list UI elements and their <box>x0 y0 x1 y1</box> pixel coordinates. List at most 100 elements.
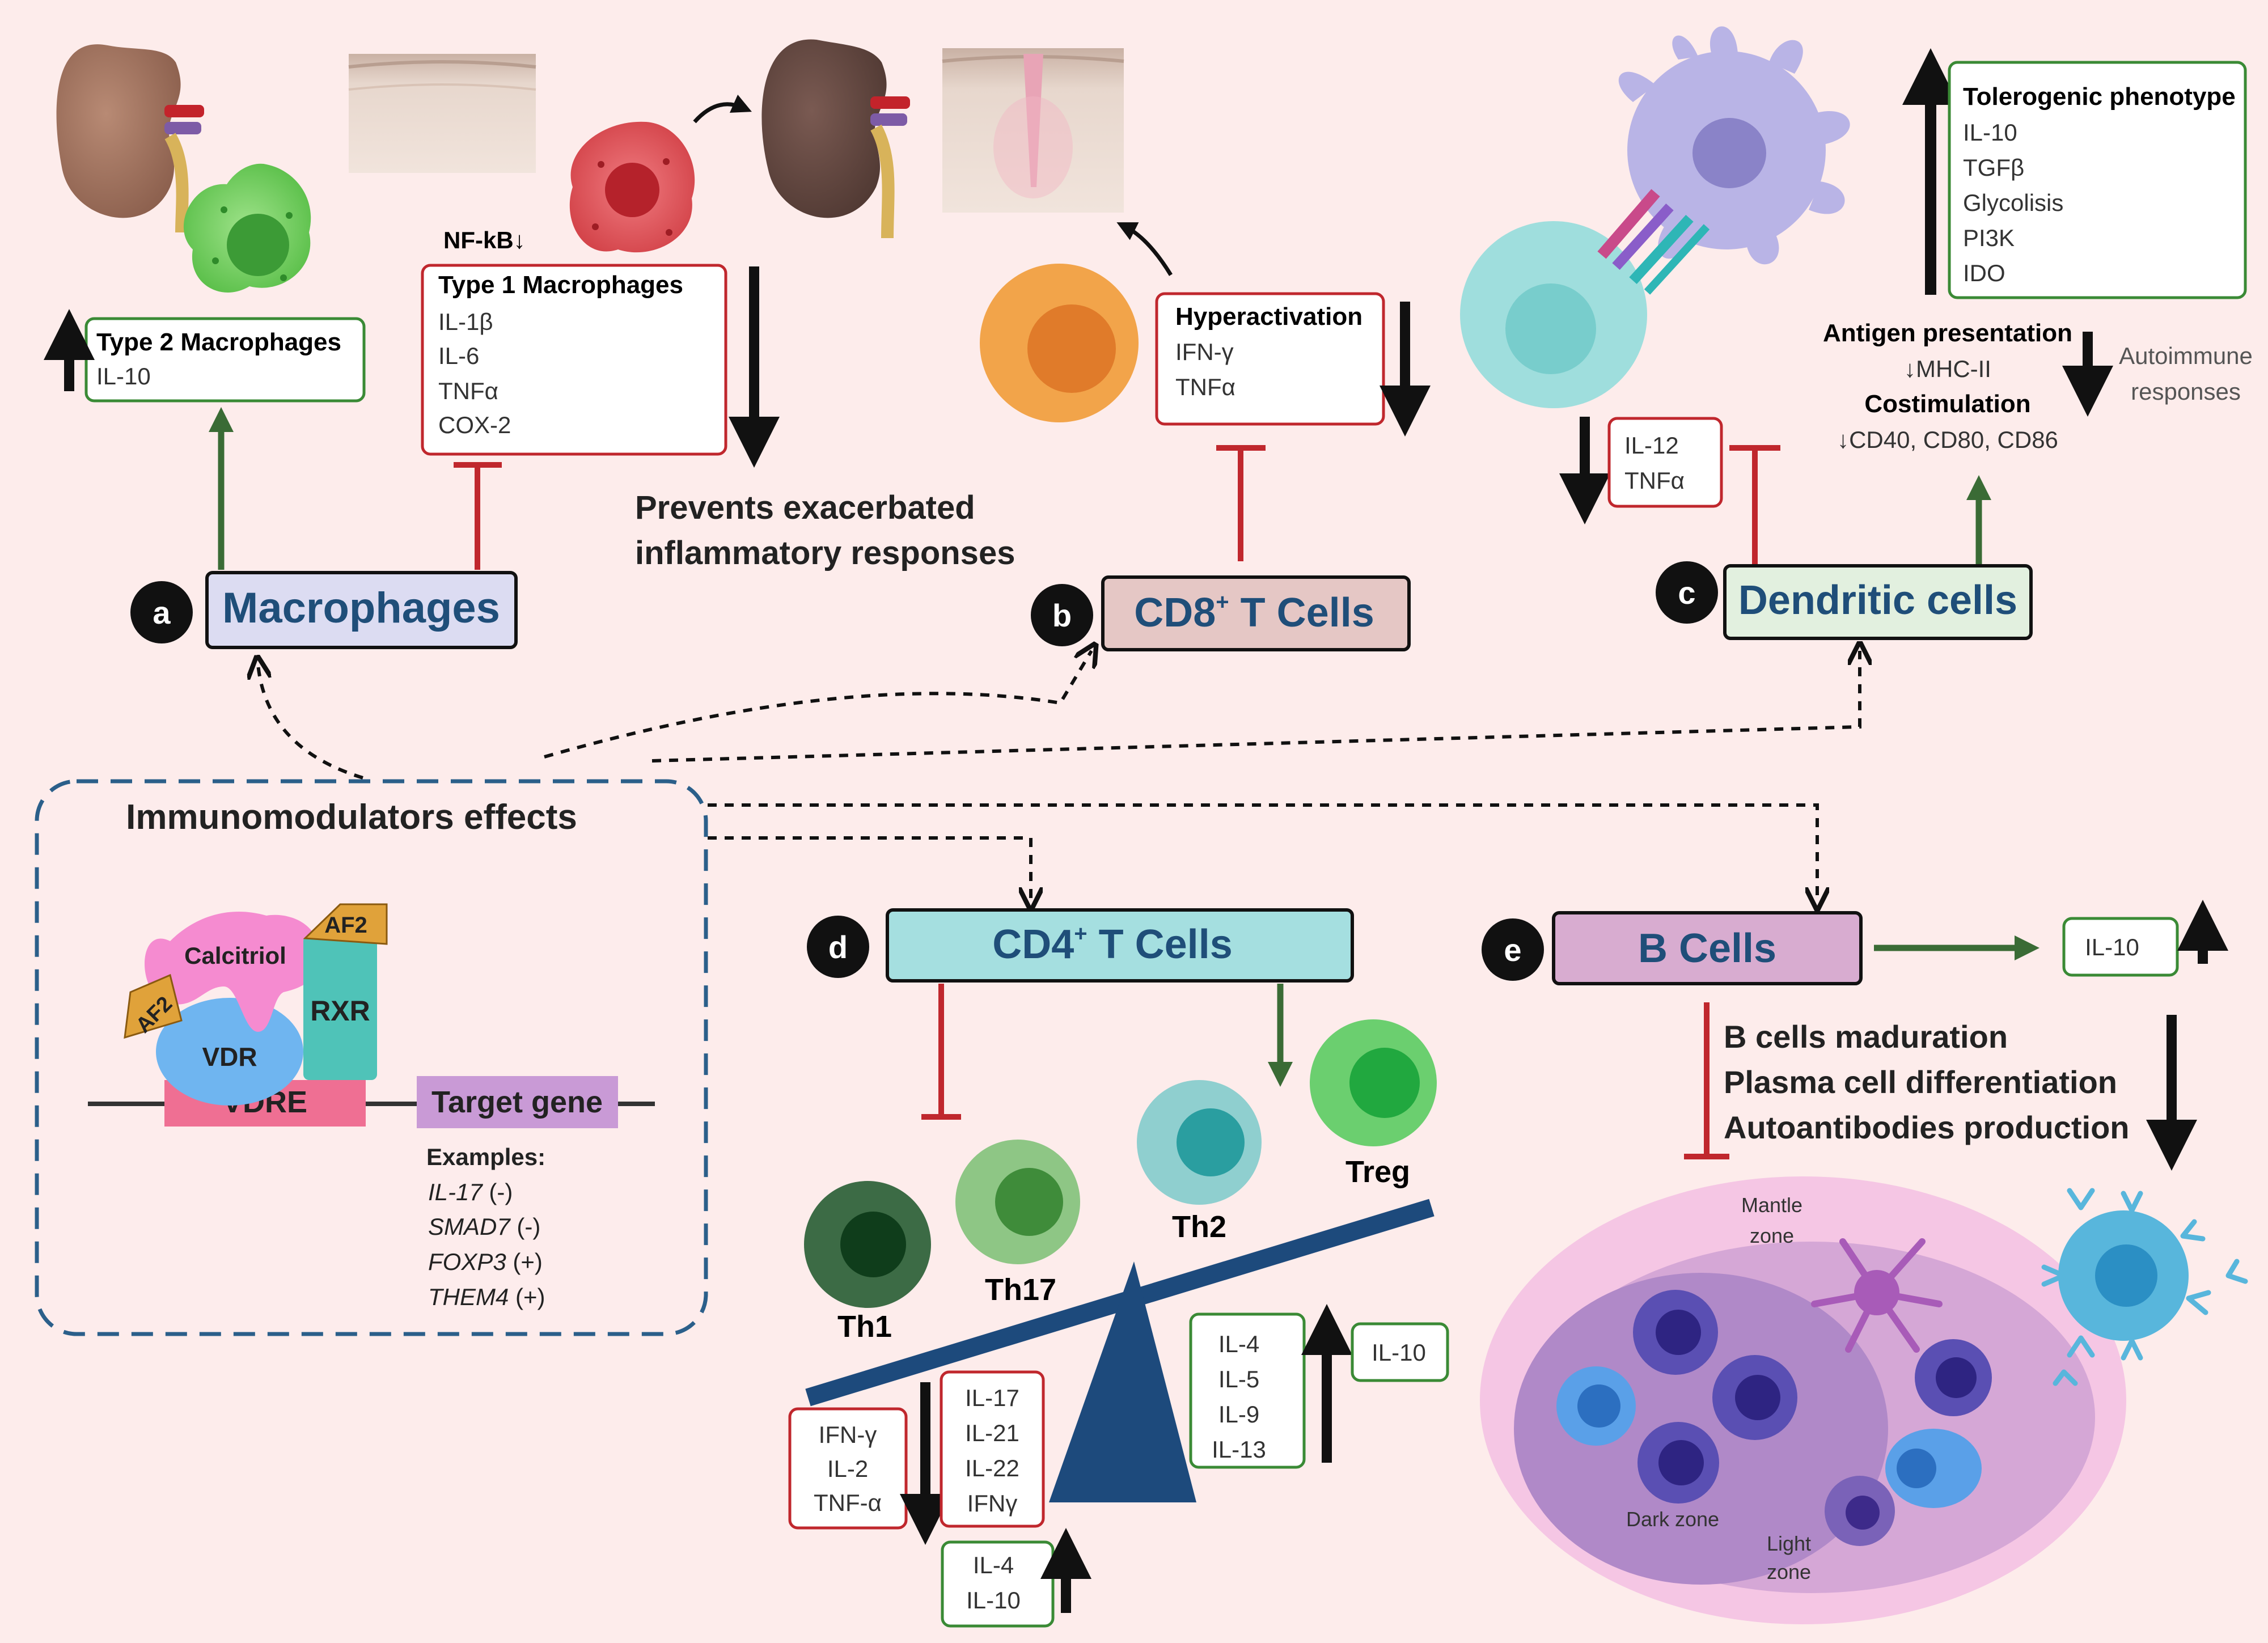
example-item: IL-17 (-) <box>428 1179 513 1205</box>
plasma-cell <box>2058 1210 2189 1341</box>
prevents-line: Prevents exacerbated <box>635 489 975 526</box>
panel-bcells: e B Cells IL-10 B cells maduration Plasm… <box>1480 900 2248 1624</box>
dashed-connectors <box>258 651 1860 901</box>
antigen-presentation: Antigen presentation <box>1823 319 2072 347</box>
damaged-kidney-illustration <box>761 39 910 239</box>
seesaw-fulcrum <box>1049 1261 1196 1502</box>
label-circle-b <box>1031 584 1093 646</box>
label-e: e <box>1504 932 1521 968</box>
cd-markers: ↓CD40, CD80, CD86 <box>1837 426 2058 453</box>
th2-cytokine-box <box>1189 1312 1306 1469</box>
t-cell-nucleus <box>1505 283 1596 374</box>
label-a: a <box>153 595 171 630</box>
type2-item: IL-10 <box>96 363 151 389</box>
il4-il10-box <box>941 1540 1055 1628</box>
th17-nucleus <box>995 1168 1063 1236</box>
calcitriol-shape <box>145 911 319 1032</box>
macrophages-title: Macrophages <box>222 584 500 632</box>
cd8-title: CD8+ T Cells <box>1134 590 1374 636</box>
bcell-effect: B cells maduration <box>1724 1019 2008 1055</box>
panel-cd8: Hyperactivation IFN-γ TNFα b CD8+ T Cell… <box>980 222 1431 651</box>
type1-item: COX-2 <box>438 412 511 438</box>
il4-il10-item: IL-4 <box>973 1552 1014 1578</box>
type1-item: IL-6 <box>438 342 479 369</box>
th1-cytokine: IFN-γ <box>819 1421 877 1448</box>
mantle-zone-label: Mantle <box>1741 1193 1802 1217</box>
kidney-illustration <box>56 44 204 233</box>
inflamed-skin-illustration <box>942 48 1124 213</box>
rxr-label: RXR <box>310 995 370 1027</box>
inhibition-line <box>1216 445 1266 561</box>
th2-cytokine: IL-5 <box>1218 1366 1259 1392</box>
vdr-label: VDR <box>202 1042 257 1072</box>
tolerogenic-item: PI3K <box>1963 225 2015 251</box>
type1-macrophages-box <box>421 264 727 456</box>
label-circle-d <box>807 916 869 978</box>
th17-cytokine: IL-21 <box>965 1420 1019 1446</box>
th17-cytokine: IFNγ <box>967 1490 1018 1517</box>
panel-cd4: d CD4+ T Cells Th1 Th17 Th2 Treg IFN-γ I… <box>788 908 1449 1628</box>
calcitriol-label: Calcitriol <box>184 942 286 969</box>
tolerogenic-item: TGFβ <box>1963 154 2024 181</box>
af2-top-label: AF2 <box>324 913 367 938</box>
panel-macrophages: Type 2 Macrophages IL-10 NF-kB↓ Type 1 M… <box>44 39 1124 649</box>
tolerogenic-box <box>1948 61 2247 299</box>
target-gene-label: Target gene <box>431 1085 603 1119</box>
af2-top-shape <box>303 903 388 945</box>
nfkb-label: NF-kB↓ <box>443 227 526 253</box>
th2-label: Th2 <box>1172 1210 1226 1244</box>
th1-cytokine-box <box>788 1407 908 1530</box>
il12-item: TNFα <box>1624 467 1685 494</box>
bcell-effect: Plasma cell differentiation <box>1724 1064 2117 1100</box>
th2-cytokine: IL-4 <box>1218 1331 1259 1357</box>
type1-item: IL-1β <box>438 308 493 335</box>
mantle-zone-label: zone <box>1750 1224 1794 1247</box>
th17-cytokine-box <box>940 1370 1045 1528</box>
prevents-line: inflammatory responses <box>635 535 1015 571</box>
th2-cytokine: IL-13 <box>1212 1436 1266 1463</box>
inhibition-line <box>1684 1002 1729 1159</box>
receptor-complex <box>1597 189 1710 295</box>
inhibition-line <box>921 984 961 1120</box>
panel-immunomodulators: Immunomodulators effects VDRE Target gen… <box>35 779 708 1336</box>
th1-cytokine: IL-2 <box>827 1455 868 1482</box>
th17-cytokine: IL-22 <box>965 1455 1019 1481</box>
bcell-effect: Autoantibodies production <box>1724 1110 2129 1145</box>
th2-cytokine: IL-9 <box>1218 1401 1259 1428</box>
curved-arrow <box>1116 222 1173 276</box>
treg-label: Treg <box>1345 1155 1410 1189</box>
hyperactivation-item: TNFα <box>1175 374 1235 400</box>
label-d: d <box>828 929 848 965</box>
autoimmune-label: responses <box>2131 378 2241 405</box>
tolerogenic-item: IL-10 <box>1963 119 2017 146</box>
bcells-title: B Cells <box>1638 926 1776 971</box>
cd4-box <box>886 908 1354 983</box>
target-gene-box <box>417 1076 618 1128</box>
hyperactivation-item: IFN-γ <box>1175 338 1234 365</box>
bcells-box <box>1552 911 1863 985</box>
th17-cytokine: IL-17 <box>965 1384 1019 1411</box>
antibody-icons <box>2041 1188 2248 1386</box>
panel-dendritic: Tolerogenic phenotype IL-10 TGFβ Glycoli… <box>1460 26 2253 640</box>
immunomodulators-title: Immunomodulators effects <box>126 798 577 837</box>
inhibition-line <box>454 462 502 570</box>
cd4-title: CD4+ T Cells <box>992 921 1232 967</box>
mhc-label: ↓MHC-II <box>1904 355 1991 382</box>
dendritic-box <box>1723 564 2033 640</box>
dark-zone <box>1514 1273 1888 1585</box>
autoimmune-label: Autoimmune <box>2119 342 2253 369</box>
il12-box <box>1607 417 1723 508</box>
light-zone-label: zone <box>1767 1560 1811 1583</box>
example-item: THEM4 (+) <box>428 1284 545 1310</box>
af2-left-shape <box>124 973 183 1039</box>
il12-item: IL-12 <box>1624 432 1679 459</box>
rxr-shape <box>303 935 377 1080</box>
macrophages-box <box>205 571 518 649</box>
germinal-b-cells <box>1556 1290 1992 1546</box>
dendritic-title: Dendritic cells <box>1738 578 2017 623</box>
follicular-dendritic-cell <box>1811 1238 1943 1353</box>
cd8-box <box>1101 575 1411 651</box>
label-b: b <box>1052 598 1072 633</box>
costimulation: Costimulation <box>1864 390 2030 418</box>
